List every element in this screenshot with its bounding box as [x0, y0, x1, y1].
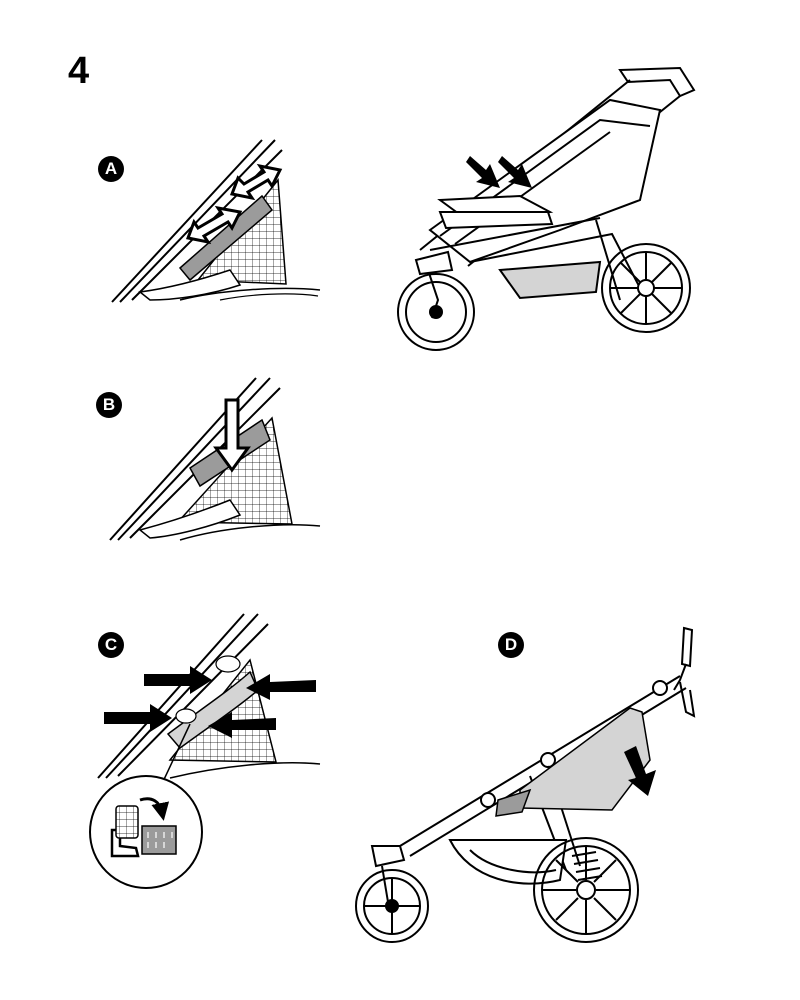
panel-a-seat-line: [179, 287, 321, 301]
panel-c-arrow-top-left: [144, 666, 212, 694]
panel-label-a: A: [98, 156, 124, 182]
panel-c-button-upper: [215, 655, 241, 673]
panel-d-seat-edge: [495, 788, 532, 817]
panel-c-inset-hooks: [147, 832, 173, 848]
panel-label-b: B: [96, 392, 122, 418]
step-number: 4: [68, 50, 90, 92]
panel-c-inset-curved-arrow: [139, 797, 170, 821]
panel-d-down-arrow: [624, 746, 656, 796]
panel-c-arrow-top-right: [246, 674, 316, 700]
panel-b-seat-line: [179, 524, 321, 541]
panel-c-buckle: [166, 670, 259, 750]
panel-c-arrow-bottom-right: [208, 712, 276, 738]
panel-c-callout-line: [159, 723, 191, 789]
stroller-overview-arrow-left: [466, 156, 500, 188]
panel-c-button-lower: [175, 708, 197, 724]
panel-a-cushion: [138, 269, 242, 301]
stroller-overview-rear-wheel: [601, 243, 691, 333]
panel-a-arrow-lower: [185, 205, 243, 245]
stroller-overview-arrow-right: [498, 156, 532, 188]
panel-b-cushion: [138, 499, 242, 539]
panel-c-arrow-bottom-left: [104, 704, 172, 732]
panel-c-inset-pad: [141, 825, 177, 855]
panel-d-front-wheel: [355, 869, 429, 943]
panel-d-rear-wheel: [533, 837, 639, 943]
panel-c-inset-mesh: [115, 805, 139, 839]
panel-label-c: C: [98, 632, 124, 658]
stroller-overview-front-wheel: [397, 273, 475, 351]
panel-c-seat-line: [169, 762, 321, 779]
panel-a-seat-line-2: [219, 293, 319, 301]
stroller-overview-frame: [414, 66, 696, 319]
panel-a-arrow-upper: [229, 163, 283, 201]
panel-c-frame-tube: [97, 613, 269, 779]
panel-label-d: D: [498, 632, 524, 658]
panel-b-down-arrow: [213, 398, 251, 473]
